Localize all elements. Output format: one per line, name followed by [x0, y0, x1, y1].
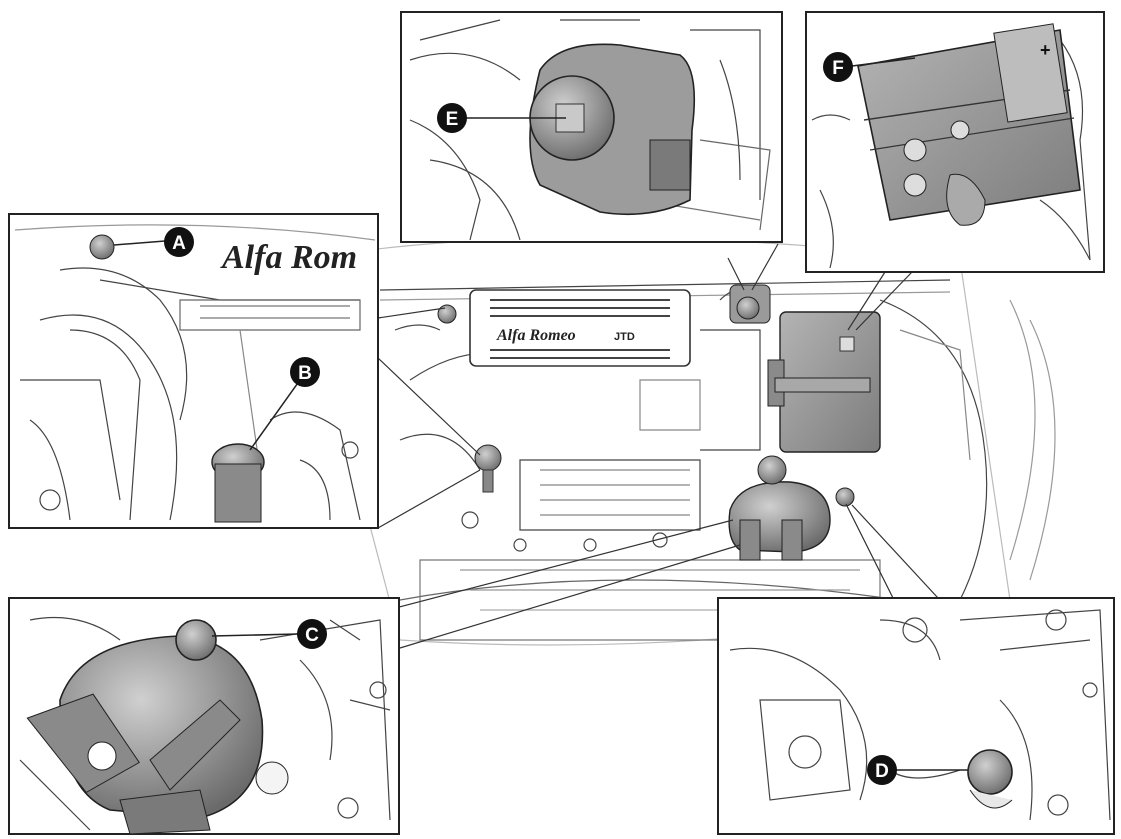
coolant-reservoir: [26, 619, 289, 835]
brake-fluid-reservoir-small: [729, 284, 771, 324]
inset-d: [717, 597, 1115, 835]
engine-cover-badge-text: JTD: [614, 331, 635, 343]
dipstick-handle: [211, 443, 265, 523]
callout-d-label: D: [875, 761, 889, 782]
callout-a: A: [164, 227, 194, 257]
battery-cover-small: [767, 311, 881, 453]
inset-f: +: [805, 11, 1105, 273]
callout-a-label: A: [172, 233, 186, 254]
engine-cover-brand-text: Alfa Romeo: [496, 327, 576, 344]
callout-b-label: B: [298, 363, 312, 384]
callout-e: E: [437, 103, 467, 133]
inset-e: [400, 11, 783, 243]
inset-brand-text: Alfa Rom: [220, 239, 357, 276]
coolant-reservoir-small: [728, 455, 831, 561]
engine-cover: Alfa Romeo JTD: [469, 289, 691, 367]
callout-f: F: [823, 52, 853, 82]
oil-filler-cap-small: [437, 304, 457, 324]
inset-leader-lines: [377, 243, 939, 649]
washer-fluid-cap: [967, 749, 1013, 809]
brake-fluid-reservoir: [529, 43, 696, 216]
inset-a-b: Alfa Rom: [8, 213, 379, 529]
battery-positive-symbol: +: [1040, 40, 1051, 60]
dipstick-cap-small: [474, 444, 502, 493]
callout-c: C: [297, 619, 327, 649]
callout-c-label: C: [305, 625, 319, 646]
oil-filler-cap: [89, 234, 115, 260]
callout-d: D: [867, 755, 897, 785]
washer-fluid-cap-small: [835, 487, 855, 507]
callout-f-label: F: [832, 58, 844, 79]
callout-e-label: E: [446, 109, 459, 130]
inset-c: [8, 597, 400, 835]
callout-b: B: [290, 357, 320, 387]
battery: +: [857, 23, 1081, 226]
